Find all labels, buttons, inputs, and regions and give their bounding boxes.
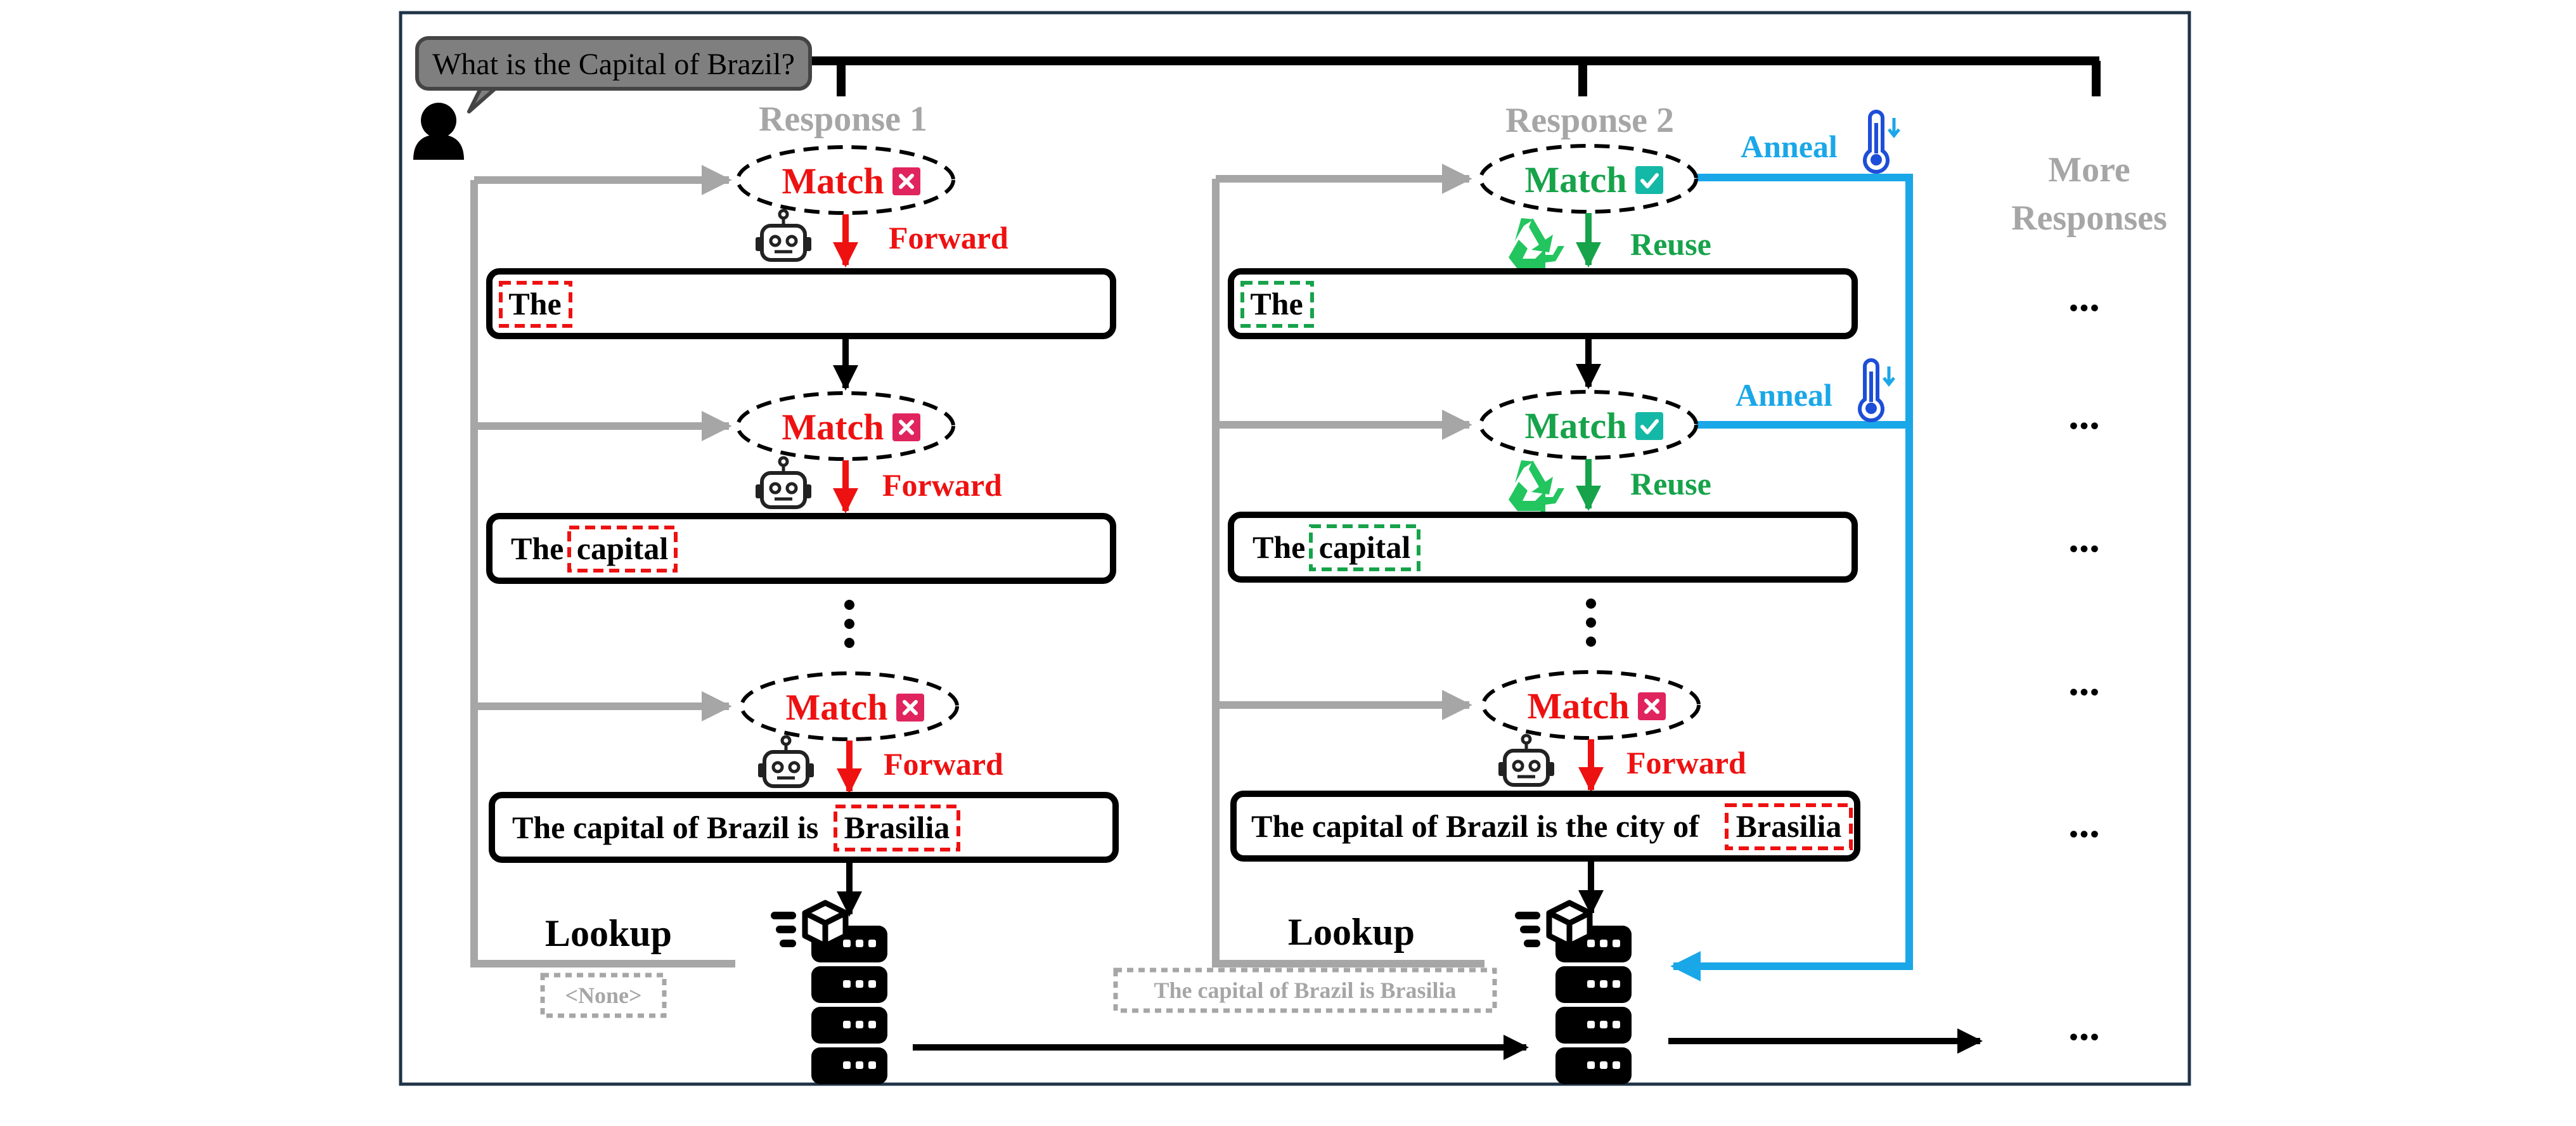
- cross-badge-icon: [892, 167, 920, 195]
- ellipsis: ...: [2068, 658, 2100, 704]
- more-responses-title: Responses: [2011, 198, 2167, 238]
- token-prefix: The capital of Brazil is: [512, 810, 818, 845]
- more-responses-title: More: [2048, 150, 2130, 190]
- vertical-ellipsis: [844, 600, 854, 648]
- question-fanout-bracket: [806, 56, 2101, 96]
- token-highlight: Brasilia: [844, 810, 950, 845]
- token-prefix: The capital of Brazil is the city of: [1251, 808, 1700, 844]
- lookup-label: Lookup: [1288, 911, 1415, 953]
- response-2-token-box-3: The capital of Brazil is the city of Bra…: [1230, 791, 1860, 862]
- anneal-rail: [1670, 174, 1913, 981]
- cross-badge-icon: [1638, 692, 1666, 720]
- response-1-match-2: Match: [736, 391, 955, 461]
- response-2-feedback-rail: [1212, 164, 1484, 967]
- response-1-token-box-1: The: [486, 268, 1116, 339]
- cross-badge-icon: [892, 413, 920, 441]
- vertical-ellipsis: [1586, 599, 1596, 647]
- match-label: Match: [1524, 405, 1626, 446]
- lookup-result-box: The capital of Brazil is Brasilia: [1113, 967, 1497, 1013]
- token-highlight: The: [508, 286, 561, 321]
- cross-badge-icon: [896, 694, 924, 722]
- ellipsis: ...: [2068, 274, 2100, 320]
- forward-label: Forward: [884, 746, 1003, 782]
- response-2-match-2: Match: [1479, 390, 1698, 460]
- lookup-result-box: <None>: [540, 973, 667, 1018]
- match-label: Match: [1527, 685, 1629, 727]
- forward-label: Forward: [1626, 745, 1746, 780]
- token-highlight: capital: [1319, 529, 1411, 565]
- match-label: Match: [1524, 159, 1626, 200]
- question-bubble: What is the Capital of Brazil?: [415, 36, 812, 113]
- token-highlight: capital: [577, 531, 669, 566]
- response-1-match-3: Match: [740, 671, 959, 741]
- response-2-token-box-2: The capital: [1228, 512, 1858, 583]
- response-1-token-box-3: The capital of Brazil is Brasilia: [489, 792, 1119, 863]
- reuse-label: Reuse: [1630, 466, 1711, 502]
- ellipsis: ...: [2068, 1003, 2100, 1049]
- response-2-match-3: Match: [1481, 670, 1701, 740]
- token-highlight: The: [1250, 286, 1303, 321]
- response-1-feedback-rail: [470, 165, 735, 967]
- reuse-label: Reuse: [1630, 226, 1711, 262]
- user-icon: [413, 103, 464, 160]
- match-label: Match: [785, 687, 887, 728]
- lookup-result: The capital of Brazil is Brasilia: [1154, 978, 1457, 1003]
- response-1-match-1: Match: [736, 145, 955, 215]
- anneal-label: Anneal: [1741, 129, 1838, 164]
- token-prefix: The: [511, 531, 564, 566]
- token-prefix: The: [1253, 529, 1305, 565]
- response-2-token-box-1: The: [1228, 268, 1858, 339]
- response-1-title: Response 1: [759, 100, 927, 139]
- forward-label: Forward: [882, 467, 1002, 503]
- token-highlight: Brasilia: [1736, 808, 1842, 844]
- lookup-result: <None>: [565, 983, 641, 1008]
- question-text: What is the Capital of Brazil?: [432, 48, 795, 81]
- check-badge-icon: [1635, 166, 1663, 194]
- ellipsis: ...: [2068, 392, 2100, 438]
- response-1-token-box-2: The capital: [486, 513, 1116, 584]
- match-label: Match: [782, 406, 884, 448]
- lookup-label: Lookup: [545, 912, 672, 954]
- anneal-label: Anneal: [1736, 377, 1832, 413]
- check-badge-icon: [1635, 412, 1663, 440]
- match-label: Match: [782, 160, 884, 202]
- ellipsis: ...: [2068, 800, 2100, 846]
- forward-label: Forward: [889, 220, 1008, 256]
- ellipsis: ...: [2068, 515, 2100, 561]
- response-2-match-1: Match: [1479, 144, 1698, 214]
- response-2-title: Response 2: [1505, 101, 1674, 140]
